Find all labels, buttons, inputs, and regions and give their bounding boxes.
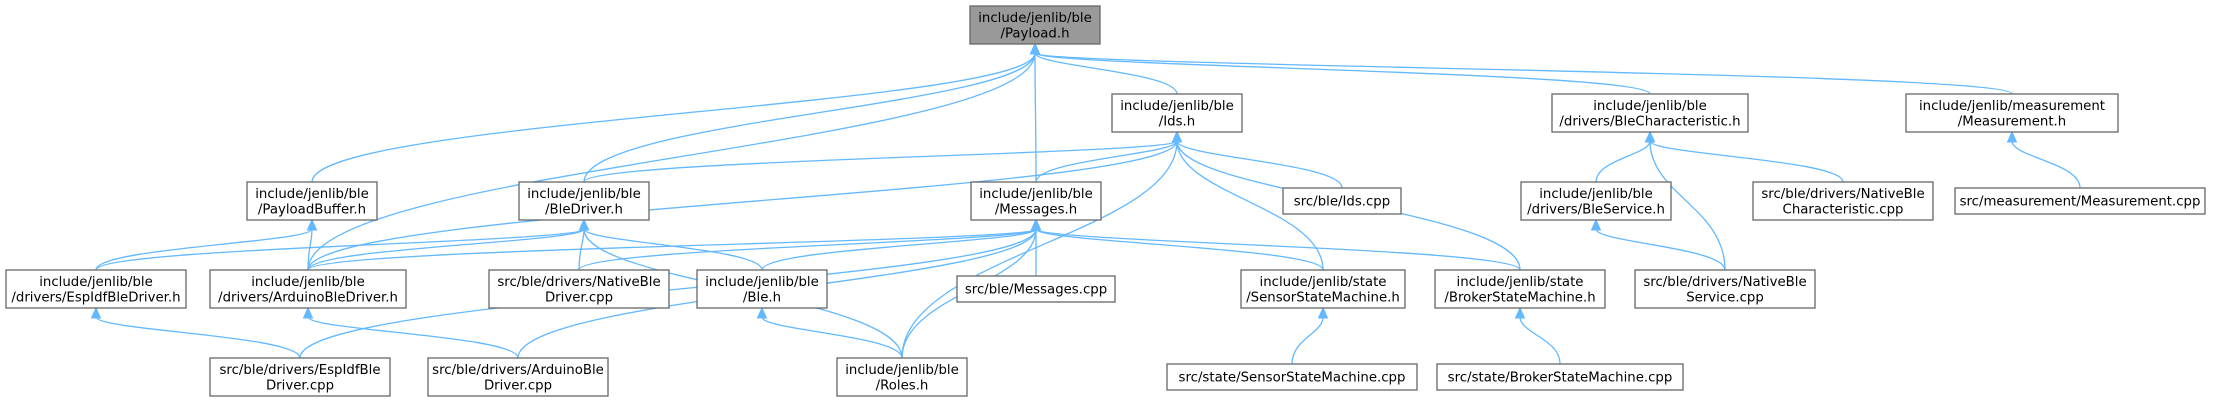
dependency-edge bbox=[2006, 130, 2081, 189]
file-node-label: include/jenlib/ble bbox=[1120, 99, 1234, 114]
file-node-brokersm-h[interactable]: include/jenlib/state/BrokerStateMachine.… bbox=[1434, 269, 1606, 309]
dependency-edge bbox=[299, 218, 1042, 359]
dependency-edge bbox=[307, 218, 590, 271]
file-node-bleservice-h[interactable]: include/jenlib/ble/drivers/BleService.h bbox=[1520, 181, 1672, 221]
file-node-sensorsm-h[interactable]: include/jenlib/state/SensorStateMachine.… bbox=[1240, 269, 1406, 309]
dependency-edge bbox=[306, 218, 318, 271]
dependency-edge bbox=[1029, 42, 2013, 95]
file-node-label: src/measurement/Measurement.cpp bbox=[1960, 195, 2201, 210]
file-node-label: /BleDriver.h bbox=[545, 202, 623, 217]
file-node-label: include/jenlib/ble bbox=[527, 187, 641, 202]
file-node-roles-h[interactable]: include/jenlib/ble/Roles.h bbox=[836, 357, 968, 397]
file-node-label: Characteristic.cpp bbox=[1783, 202, 1904, 217]
file-node-brokersm-cpp[interactable]: src/state/BrokerStateMachine.cpp bbox=[1436, 363, 1684, 391]
file-node-blechar-h[interactable]: include/jenlib/ble/drivers/BleCharacteri… bbox=[1551, 93, 1749, 133]
file-node-label: /Roles.h bbox=[876, 378, 929, 393]
file-node-label: /SensorStateMachine.h bbox=[1246, 290, 1400, 305]
dependency-edge bbox=[1029, 42, 1041, 183]
dependency-edge bbox=[1644, 130, 1844, 183]
file-node-label: include/jenlib/ble bbox=[705, 275, 819, 290]
file-node-label: Driver.cpp bbox=[484, 378, 552, 393]
dependency-edge bbox=[1595, 130, 1656, 183]
file-node-measurement-cpp[interactable]: src/measurement/Measurement.cpp bbox=[1954, 187, 2206, 215]
dependency-edge bbox=[1029, 42, 1178, 95]
dependency-edge bbox=[1644, 130, 1726, 271]
file-node-label: include/jenlib/state bbox=[1457, 275, 1584, 290]
file-node-label: /Measurement.h bbox=[1958, 114, 2066, 129]
file-node-label: /Ble.h bbox=[743, 290, 781, 305]
dependency-edge bbox=[1035, 130, 1183, 183]
file-node-label: include/jenlib/ble bbox=[251, 275, 365, 290]
file-node-label: include/jenlib/ble bbox=[1593, 99, 1707, 114]
file-node-label: /PayloadBuffer.h bbox=[258, 202, 366, 217]
file-node-nativeblechar-cpp[interactable]: src/ble/drivers/NativeBleCharacteristic.… bbox=[1752, 181, 1934, 221]
dependency-edge bbox=[583, 130, 1183, 183]
file-node-label: include/jenlib/ble bbox=[1539, 187, 1653, 202]
dependency-edge bbox=[1514, 306, 1561, 365]
file-node-label: /drivers/BleCharacteristic.h bbox=[1559, 114, 1740, 129]
file-node-label: src/ble/drivers/ArduinoBle bbox=[432, 363, 604, 378]
file-node-label: /drivers/BleService.h bbox=[1527, 202, 1665, 217]
file-node-label: /drivers/ArduinoBleDriver.h bbox=[218, 290, 398, 305]
file-node-label: src/state/SensorStateMachine.cpp bbox=[1179, 371, 1406, 386]
dependency-edge bbox=[302, 306, 519, 359]
file-node-label: Driver.cpp bbox=[266, 378, 334, 393]
file-node-label: include/jenlib/ble bbox=[979, 187, 1093, 202]
file-node-label: /Messages.h bbox=[995, 202, 1077, 217]
file-node-messages-h[interactable]: include/jenlib/ble/Messages.h bbox=[970, 181, 1102, 221]
file-node-bledriver-h[interactable]: include/jenlib/ble/BleDriver.h bbox=[518, 181, 650, 221]
file-node-label: src/ble/drivers/EspIdfBle bbox=[219, 363, 380, 378]
file-node-label: /Ids.h bbox=[1159, 114, 1195, 129]
file-node-ids-cpp[interactable]: src/ble/Ids.cpp bbox=[1282, 187, 1402, 215]
file-node-label: Driver.cpp bbox=[545, 290, 613, 305]
dependency-edge bbox=[1590, 218, 1726, 271]
dependency-edge bbox=[90, 306, 301, 359]
file-node-label: /drivers/EspIdfBleDriver.h bbox=[11, 290, 180, 305]
file-node-label: include/jenlib/ble bbox=[39, 275, 153, 290]
dependency-edge bbox=[756, 306, 903, 359]
file-node-ids-h[interactable]: include/jenlib/ble/Ids.h bbox=[1111, 93, 1243, 133]
file-node-ble-h[interactable]: include/jenlib/ble/Ble.h bbox=[696, 269, 828, 309]
file-node-label: include/jenlib/measurement bbox=[1919, 99, 2105, 114]
file-node-label: include/jenlib/ble bbox=[845, 363, 959, 378]
dependency-edge bbox=[1171, 130, 1343, 189]
file-nodes: include/jenlib/ble/Payload.hinclude/jenl… bbox=[5, 5, 2206, 397]
file-node-label: include/jenlib/ble bbox=[978, 11, 1092, 26]
file-node-arduino-h[interactable]: include/jenlib/ble/drivers/ArduinoBleDri… bbox=[209, 269, 407, 309]
file-node-espidf-cpp[interactable]: src/ble/drivers/EspIdfBleDriver.cpp bbox=[209, 357, 391, 397]
file-node-payload: include/jenlib/ble/Payload.h bbox=[969, 5, 1101, 45]
dependency-edge bbox=[578, 218, 1042, 271]
file-node-label: src/ble/drivers/NativeBle bbox=[1643, 275, 1806, 290]
dependency-edge bbox=[1030, 218, 1324, 271]
dependency-edge bbox=[1030, 218, 1521, 271]
file-node-label: /Payload.h bbox=[1001, 26, 1070, 41]
file-node-payloadbuffer-h[interactable]: include/jenlib/ble/PayloadBuffer.h bbox=[246, 181, 378, 221]
file-node-label: include/jenlib/ble bbox=[255, 187, 369, 202]
file-node-label: Service.cpp bbox=[1686, 290, 1764, 305]
dependency-edge bbox=[307, 42, 1041, 271]
file-node-messages-cpp[interactable]: src/ble/Messages.cpp bbox=[956, 275, 1116, 303]
file-node-measurement-h[interactable]: include/jenlib/measurement/Measurement.h bbox=[1905, 93, 2119, 133]
file-node-label: src/ble/Ids.cpp bbox=[1294, 195, 1390, 210]
file-node-label: include/jenlib/state bbox=[1260, 275, 1387, 290]
file-node-label: /BrokerStateMachine.h bbox=[1444, 290, 1595, 305]
dependency-edge bbox=[761, 218, 1042, 271]
file-node-arduino-cpp[interactable]: src/ble/drivers/ArduinoBleDriver.cpp bbox=[427, 357, 609, 397]
file-node-label: src/ble/drivers/NativeBle bbox=[1761, 187, 1924, 202]
file-node-espidf-h[interactable]: include/jenlib/ble/drivers/EspIdfBleDriv… bbox=[5, 269, 187, 309]
dependency-edge bbox=[307, 218, 1042, 271]
file-node-label: src/state/BrokerStateMachine.cpp bbox=[1448, 371, 1673, 386]
dependency-edge bbox=[578, 218, 763, 271]
file-node-label: src/ble/Messages.cpp bbox=[965, 283, 1107, 298]
dependency-edge bbox=[95, 218, 318, 271]
dependency-edge bbox=[901, 130, 1183, 359]
dependency-edge bbox=[1291, 306, 1329, 365]
file-node-label: src/ble/drivers/NativeBle bbox=[497, 275, 660, 290]
dependency-edge bbox=[311, 42, 1041, 183]
file-node-sensorsm-cpp[interactable]: src/state/SensorStateMachine.cpp bbox=[1166, 363, 1418, 391]
dependency-edge bbox=[1029, 42, 1651, 95]
